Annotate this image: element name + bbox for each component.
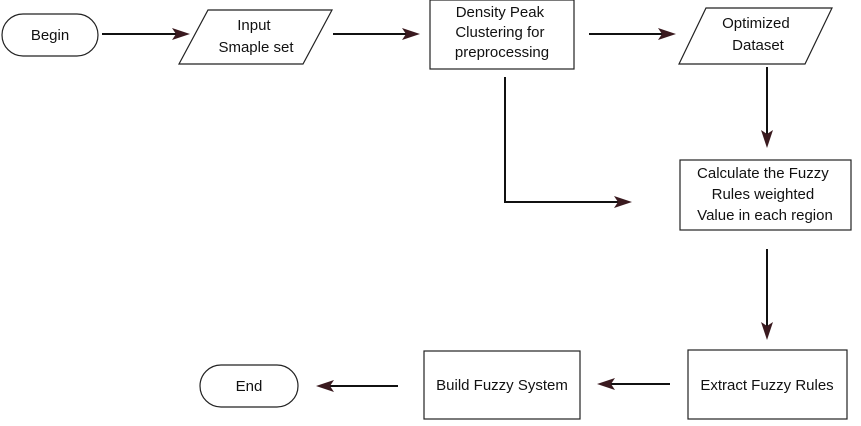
arrow-input-to-dpc-head: [402, 28, 420, 40]
arrow-calc-to-extract-head: [761, 322, 773, 340]
build-shape: [423, 350, 581, 420]
build-label: Build Fuzzy System: [436, 377, 568, 394]
arrow-optimized-to-calc-head: [761, 130, 773, 148]
input-label: Input Smaple set: [218, 17, 294, 56]
arrow-begin-to-input: [102, 28, 190, 40]
end-node: End: [199, 364, 299, 408]
arrow-begin-to-input-head: [172, 28, 190, 40]
input-node: Input Smaple set: [177, 9, 334, 65]
dpc-node: Density Peak Clustering for preprocessin…: [429, 0, 575, 70]
arrow-dpc-to-calc-head: [614, 196, 632, 208]
arrow-dpc-to-calc-line: [504, 77, 618, 203]
calc-shape: [679, 159, 852, 231]
extract-node: Extract Fuzzy Rules: [687, 349, 848, 420]
begin-shape: [1, 13, 99, 57]
end-shape: [199, 364, 299, 408]
dpc-shape: [429, 0, 575, 70]
arrow-input-to-dpc: [333, 28, 420, 40]
optimized-label: Optimized Dataset: [722, 15, 794, 54]
optimized-node: Optimized Dataset: [678, 7, 833, 65]
arrow-dpc-to-optimized: [589, 28, 676, 40]
arrow-extract-to-build: [597, 378, 670, 390]
arrow-dpc-to-calc: [504, 77, 632, 208]
calc-label: Calculate the Fuzzy Rules weighted Value…: [697, 165, 833, 224]
end-label: End: [236, 378, 263, 395]
arrow-dpc-to-optimized-head: [658, 28, 676, 40]
begin-node: Begin: [1, 13, 99, 57]
optimized-shape: [678, 7, 833, 65]
dpc-label: Density Peak Clustering for preprocessin…: [455, 4, 549, 61]
arrow-optimized-to-calc: [761, 67, 773, 148]
extract-shape: [687, 349, 848, 420]
build-node: Build Fuzzy System: [423, 350, 581, 420]
arrow-extract-to-build-head: [597, 378, 615, 390]
arrow-calc-to-extract: [761, 249, 773, 340]
input-shape: [177, 9, 334, 65]
calc-node: Calculate the Fuzzy Rules weighted Value…: [679, 159, 852, 231]
extract-label: Extract Fuzzy Rules: [700, 377, 833, 394]
begin-label: Begin: [31, 27, 69, 44]
arrow-build-to-end: [316, 380, 398, 392]
arrow-build-to-end-head: [316, 380, 334, 392]
